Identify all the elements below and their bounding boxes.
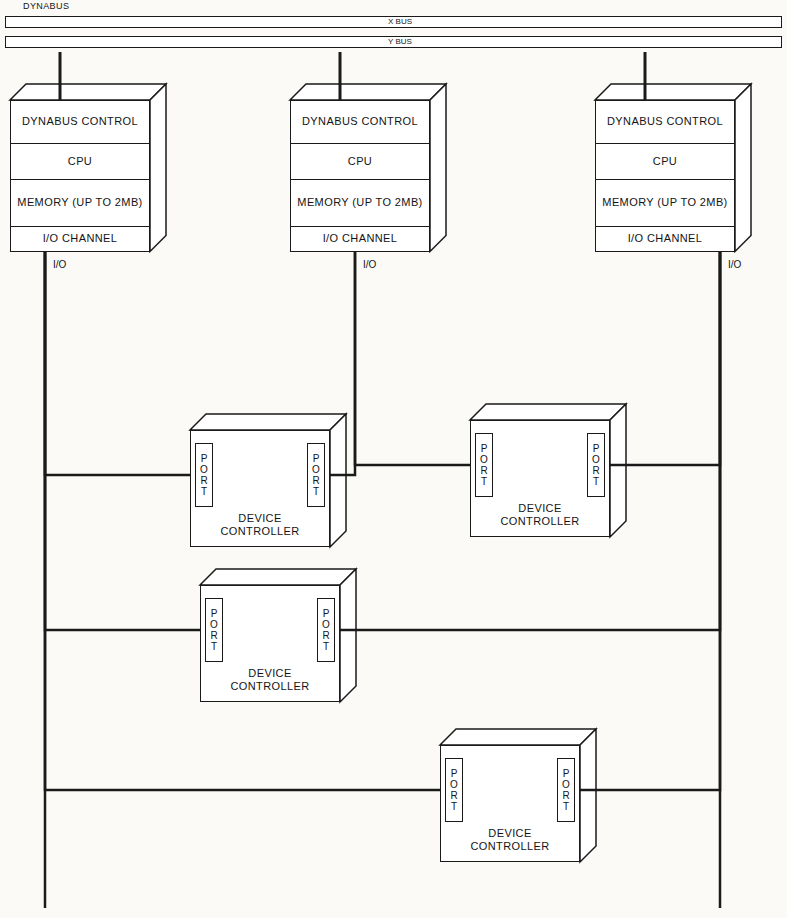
module-label: I/O CHANNEL <box>317 230 404 247</box>
io-bus-connector <box>355 252 475 466</box>
io-bus-connector <box>335 252 720 631</box>
device-controller-side <box>610 404 626 537</box>
port-label: PORT <box>321 608 331 652</box>
port-label: PORT <box>561 768 571 812</box>
dynabus-connector <box>59 52 62 100</box>
io-label: I/O <box>726 260 743 270</box>
device-controller-box: DEVICE CONTROLLER PORT PORT <box>470 420 610 537</box>
controller-label: DEVICE CONTROLLER <box>217 512 303 538</box>
dynabus-control-layer: DYNABUS CONTROL <box>10 100 150 144</box>
processor-module-side <box>735 84 751 252</box>
io-channel-layer: I/O CHANNEL <box>10 226 150 252</box>
memory-layer: MEMORY (UP TO 2MB) <box>595 179 735 227</box>
device-controller-top <box>440 729 596 745</box>
device-controller-top <box>470 404 626 420</box>
bus-label: X BUS <box>386 18 414 26</box>
port-label: PORT <box>479 443 489 487</box>
io-bus-connector <box>605 252 720 466</box>
io-bus-connector <box>45 252 195 476</box>
port-box: PORT <box>587 433 605 497</box>
device-controller-box: DEVICE CONTROLLER PORT PORT <box>440 745 580 862</box>
module-label: I/O CHANNEL <box>37 230 124 247</box>
io-bus-connector <box>45 252 445 791</box>
port-box: PORT <box>445 758 463 822</box>
dynabus-connector <box>339 52 342 100</box>
port-label: PORT <box>311 453 321 497</box>
io-label: I/O <box>361 260 378 270</box>
io-label: I/O <box>51 260 68 270</box>
device-controller-side <box>330 414 346 547</box>
port-box: PORT <box>195 443 213 507</box>
module-label: DYNABUS CONTROL <box>16 113 144 130</box>
port-label: PORT <box>591 443 601 487</box>
device-controller-top <box>200 569 356 585</box>
cpu-layer: CPU <box>595 143 735 181</box>
io-bus-connector <box>45 252 205 631</box>
cpu-layer: CPU <box>290 143 430 181</box>
port-label: PORT <box>199 453 209 497</box>
processor-module-side <box>150 84 166 252</box>
module-label: CPU <box>342 153 378 170</box>
controller-label: DEVICE CONTROLLER <box>497 502 583 528</box>
module-label: I/O CHANNEL <box>622 230 709 247</box>
cpu-layer: CPU <box>10 143 150 181</box>
port-box: PORT <box>307 443 325 507</box>
device-controller-box: DEVICE CONTROLLER PORT PORT <box>190 430 330 547</box>
port-box: PORT <box>475 433 493 497</box>
device-controller-side <box>580 729 596 862</box>
controller-label: DEVICE CONTROLLER <box>227 667 313 693</box>
port-box: PORT <box>317 598 335 662</box>
bus-name: DYNABUS <box>23 1 69 12</box>
module-label: DYNABUS CONTROL <box>601 113 729 130</box>
processor-module-side <box>430 84 446 252</box>
controller-label: DEVICE CONTROLLER <box>467 827 553 853</box>
processor-module-top <box>290 84 446 100</box>
module-label: MEMORY (UP TO 2MB) <box>11 194 148 211</box>
port-box: PORT <box>557 758 575 822</box>
module-label: MEMORY (UP TO 2MB) <box>596 194 733 211</box>
module-label: DYNABUS CONTROL <box>296 113 424 130</box>
device-controller-side <box>340 569 356 702</box>
port-label: PORT <box>209 608 219 652</box>
module-label: CPU <box>647 153 683 170</box>
port-label: PORT <box>449 768 459 812</box>
bus-label: Y BUS <box>386 38 414 46</box>
processor-module-top <box>595 84 751 100</box>
device-controller-top <box>190 414 346 430</box>
io-channel-layer: I/O CHANNEL <box>290 226 430 252</box>
dynabus-control-layer: DYNABUS CONTROL <box>290 100 430 144</box>
memory-layer: MEMORY (UP TO 2MB) <box>290 179 430 227</box>
module-label: MEMORY (UP TO 2MB) <box>291 194 428 211</box>
dynabus-control-layer: DYNABUS CONTROL <box>595 100 735 144</box>
device-controller-box: DEVICE CONTROLLER PORT PORT <box>200 585 340 702</box>
io-channel-layer: I/O CHANNEL <box>595 226 735 252</box>
processor-module-top <box>10 84 166 100</box>
memory-layer: MEMORY (UP TO 2MB) <box>10 179 150 227</box>
dynabus-connector <box>644 52 647 100</box>
port-box: PORT <box>205 598 223 662</box>
module-label: CPU <box>62 153 98 170</box>
